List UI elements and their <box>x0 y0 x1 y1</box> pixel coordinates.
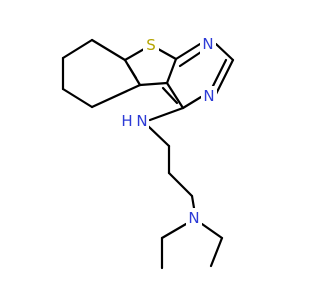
bond-et2a-et2b <box>209 236 224 268</box>
sulfur-atom: S <box>143 35 159 55</box>
bond-c4-c4a <box>165 81 185 110</box>
bond-n-et2a <box>200 222 224 240</box>
bond-nh-ca <box>146 124 171 148</box>
bond-c7a-n1 <box>174 42 202 61</box>
bond-c4-nh <box>148 106 185 122</box>
bond-c5-c4b <box>90 83 142 109</box>
atom-label-layer: S N N H N N <box>121 34 217 228</box>
amine-n-label: N <box>136 112 147 130</box>
bond-cb-cc <box>167 171 194 198</box>
bond-c8-c7 <box>61 38 94 60</box>
bond-n-et1a <box>160 222 188 240</box>
diethyl-n-label: N <box>188 209 199 227</box>
bond-n1-c2 <box>214 42 235 62</box>
bond-c8a-c8 <box>90 38 127 62</box>
bond-c2-n3 <box>214 58 235 96</box>
pyrimidine-n-right-label: N <box>203 87 214 105</box>
amine-h-label: H <box>121 112 132 130</box>
bond-c4-c4a-dbl <box>161 86 179 105</box>
pyrimidine-nitrogen-right: N <box>201 86 217 106</box>
tertiary-amine-nitrogen: N <box>186 208 202 228</box>
bond-c6-c5 <box>61 87 94 109</box>
pyrimidine-nitrogen-top: N <box>200 34 216 54</box>
bond-c7a-c4a <box>165 57 178 85</box>
sulfur-atom-label: S <box>146 36 156 54</box>
pyrimidine-n-top-label: N <box>202 35 213 53</box>
bond-c4b-c8a-dbl <box>126 63 138 80</box>
molecule-structure-diagram: S N N H N N <box>61 34 235 270</box>
bond-c7a-n1-dbl <box>178 50 203 68</box>
bond-n3-c4 <box>181 95 203 110</box>
bond-c4a-c4b <box>138 81 169 87</box>
bond-c2-n3-dbl <box>210 58 228 90</box>
bond-layer <box>61 38 235 270</box>
secondary-amine-nitrogen: H N <box>121 111 149 131</box>
molecule-canvas: S N N H N N <box>61 34 235 270</box>
bond-cc-n <box>190 194 196 210</box>
